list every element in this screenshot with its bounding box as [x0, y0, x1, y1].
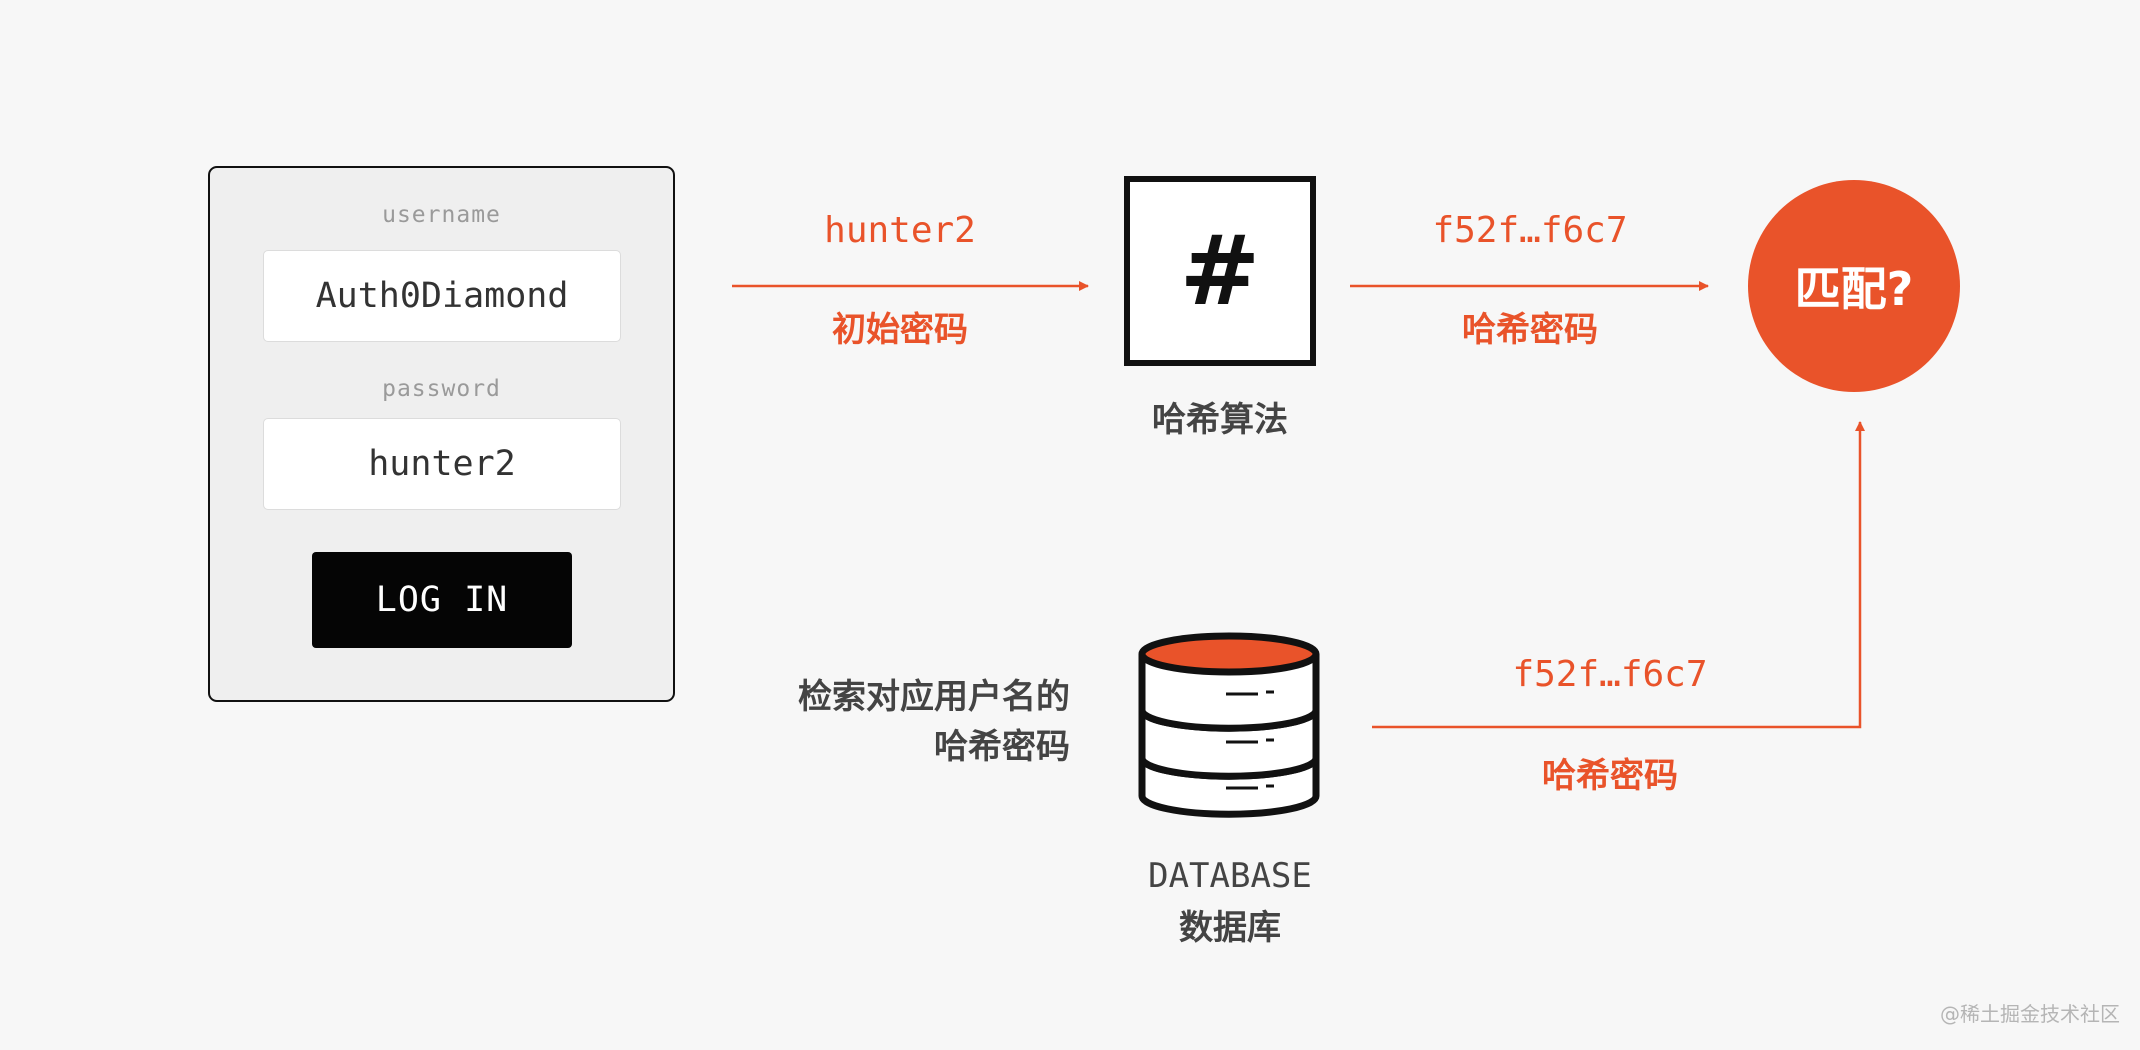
username-field[interactable]: Auth0Diamond [263, 250, 621, 342]
login-card: username Auth0Diamond password hunter2 L… [208, 166, 675, 702]
match-circle: 匹配? [1748, 180, 1960, 392]
db-output-caption: 哈希密码 [1542, 756, 1678, 796]
arrow-db-to-match [1372, 421, 1865, 729]
input-password-caption: 初始密码 [832, 310, 968, 350]
hash-algorithm-caption: 哈希算法 [1152, 400, 1288, 440]
hash-output-caption: 哈希密码 [1462, 310, 1598, 350]
db-lookup-line2: 哈希密码 [934, 727, 1070, 767]
watermark: @稀土掘金技术社区 [1940, 1002, 2120, 1026]
hash-algorithm-box: # [1124, 176, 1316, 366]
database-icon [1138, 632, 1320, 818]
username-label: username [382, 202, 501, 228]
input-password-value: hunter2 [824, 210, 976, 251]
password-label: password [382, 376, 501, 402]
hash-symbol-icon: # [1179, 215, 1261, 327]
db-output-value: f52f…f6c7 [1512, 654, 1708, 695]
hash-output-value: f52f…f6c7 [1432, 210, 1628, 251]
login-button[interactable]: LOG IN [312, 552, 572, 648]
database-title: DATABASE [1148, 856, 1312, 896]
db-lookup-line1: 检索对应用户名的 [798, 677, 1070, 717]
database-subtitle: 数据库 [1179, 908, 1281, 948]
db-lookup-text: 检索对应用户名的 哈希密码 [700, 672, 1070, 772]
password-field[interactable]: hunter2 [263, 418, 621, 510]
match-label: 匹配? [1794, 262, 1914, 316]
